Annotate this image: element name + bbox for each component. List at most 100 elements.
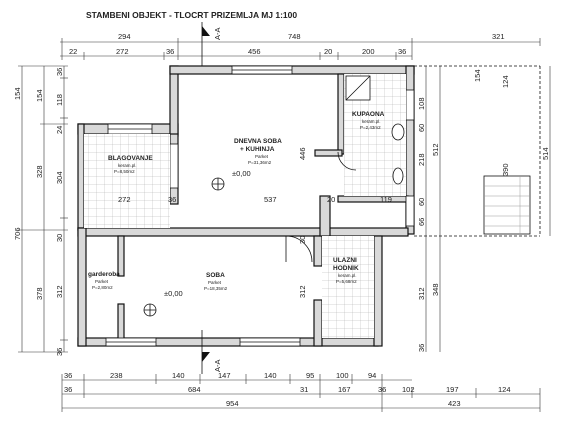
room-soba-level: ±0,00 [164, 289, 183, 298]
section-label-top: A-A [213, 27, 222, 40]
top-dimensions: 294 748 321 22 272 36 456 20 200 36 [60, 32, 541, 60]
dim-bottom-36b: 36 [64, 385, 72, 394]
dim-inner-312: 312 [298, 285, 307, 298]
level-marker-living [211, 177, 225, 191]
room-kupaona-area: P=2,43m2 [360, 125, 381, 130]
blagovanje-floor [84, 134, 170, 228]
dim-bottom-94: 94 [368, 371, 376, 380]
room-hodnik-name-1: ULAZNI [333, 257, 357, 264]
dim-right-60a: 60 [417, 124, 426, 132]
dim-left-154: 154 [13, 87, 22, 100]
dim-top-36a: 36 [166, 47, 174, 56]
dim-bottom-238: 238 [110, 371, 123, 380]
doors [285, 151, 357, 263]
room-kupaona-name: KUPAONA [352, 111, 385, 118]
dim-right-124: 124 [501, 75, 510, 88]
room-dnevna-name-1: DNEVNA SOBA [234, 138, 282, 145]
dim-left-36b: 36 [55, 348, 64, 356]
dim-right-514: 514 [541, 147, 550, 160]
room-dnevna-floor: Parket [255, 154, 269, 159]
dim-bottom-684: 684 [188, 385, 201, 394]
bottom-dimensions: 36 238 140 147 140 95 100 94 36 684 31 1… [61, 371, 541, 412]
dim-inner-30: 30 [298, 236, 307, 244]
dim-right-512: 512 [431, 143, 440, 156]
dim-bottom-423: 423 [448, 399, 461, 408]
room-soba-name: SOBA [206, 272, 225, 279]
dim-top-272: 272 [116, 47, 129, 56]
dim-left-378: 378 [35, 287, 44, 300]
room-garderoba-name: garderoba [88, 271, 120, 278]
dim-left-312: 312 [55, 285, 64, 298]
room-garderoba-area: P=2,80m2 [92, 285, 113, 290]
drawing-title: STAMBENI OBJEKT - TLOCRT PRIZEMLJA MJ 1:… [86, 10, 297, 20]
dim-left-154b: 154 [35, 89, 44, 102]
dim-right-390: 390 [501, 163, 510, 176]
room-hodnik: ULAZNI HODNIK keram.pl. P=5,68m2 [333, 257, 359, 284]
dim-right-36: 36 [417, 344, 426, 352]
inner-dimensions: 272 36 537 20 119 446 30 312 [118, 147, 392, 298]
dim-bottom-36a: 36 [64, 371, 72, 380]
level-marker-soba [143, 303, 157, 317]
room-dnevna-area: P=31,36m2 [248, 160, 272, 165]
section-mark-top: A-A [201, 22, 222, 66]
dim-bottom-147: 147 [218, 371, 231, 380]
dim-left-118: 118 [55, 94, 64, 106]
dim-bottom-31: 31 [300, 385, 308, 394]
dim-bottom-95: 95 [306, 371, 314, 380]
dim-right-60b: 60 [417, 198, 426, 206]
room-blagovanje-floor: keram.pl. [118, 163, 137, 168]
dim-bottom-197: 197 [446, 385, 459, 394]
room-hodnik-floor: keram.pl. [338, 273, 357, 278]
dim-left-30: 30 [55, 234, 64, 242]
dim-top-321: 321 [492, 32, 505, 41]
dim-inner-446: 446 [298, 147, 307, 160]
room-soba-area: P=18,35m2 [204, 286, 228, 291]
dim-right-348: 348 [431, 283, 440, 296]
room-kupaona: KUPAONA keram.pl. P=2,43m2 [352, 111, 385, 130]
dim-bottom-140a: 140 [172, 371, 185, 380]
dim-left-36a: 36 [55, 68, 64, 76]
section-label-bottom: A-A [213, 359, 222, 372]
room-dnevna-name-2: + KUHINJA [240, 146, 275, 153]
dim-right-218: 218 [417, 153, 426, 166]
dim-right-312: 312 [417, 287, 426, 300]
room-blagovanje: BLAGOVANJE keram.pl. P=8,50m2 [108, 155, 153, 174]
dim-top-36b: 36 [398, 47, 406, 56]
hodnik-floor [322, 236, 374, 338]
left-dimensions: 154 328 706 378 36 118 154 24 304 30 312… [13, 65, 68, 356]
dim-inner-20: 20 [327, 195, 335, 204]
room-soba-floor: Parket [208, 280, 222, 285]
right-dimensions: 108 60 218 60 66 312 36 512 348 154 124 … [417, 66, 551, 352]
dim-right-66: 66 [417, 218, 426, 226]
room-kupaona-floor: keram.pl. [362, 119, 381, 124]
dim-top-294: 294 [118, 32, 131, 41]
dim-inner-537: 537 [264, 195, 277, 204]
dim-right-108: 108 [417, 97, 426, 110]
exterior-stairs [414, 65, 541, 237]
dim-inner-36: 36 [168, 195, 176, 204]
dim-inner-272: 272 [118, 195, 131, 204]
dim-left-706: 706 [13, 227, 22, 240]
bathroom-fixtures [345, 75, 405, 185]
dim-bottom-140b: 140 [264, 371, 277, 380]
room-soba: SOBA Parket P=18,35m2 ±0,00 [164, 272, 228, 298]
dim-bottom-124: 124 [498, 385, 511, 394]
room-garderoba: garderoba Parket P=2,80m2 [88, 271, 120, 290]
dim-inner-119: 119 [380, 195, 392, 204]
dim-left-24: 24 [55, 126, 64, 134]
dim-top-200: 200 [362, 47, 375, 56]
room-dnevna-level: ±0,00 [232, 169, 251, 178]
windows [105, 65, 415, 347]
dim-right-154: 154 [473, 69, 482, 82]
room-hodnik-area: P=5,68m2 [336, 279, 357, 284]
dim-top-20: 20 [324, 47, 332, 56]
dim-top-22: 22 [69, 47, 77, 56]
dim-bottom-102: 102 [402, 385, 415, 394]
room-garderoba-floor: Parket [95, 279, 109, 284]
room-dnevna: DNEVNA SOBA + KUHINJA Parket P=31,36m2 ±… [232, 138, 282, 178]
dim-left-328: 328 [35, 165, 44, 178]
dim-top-748: 748 [288, 32, 301, 41]
room-blagovanje-name: BLAGOVANJE [108, 155, 153, 162]
dim-top-456: 456 [248, 47, 261, 56]
